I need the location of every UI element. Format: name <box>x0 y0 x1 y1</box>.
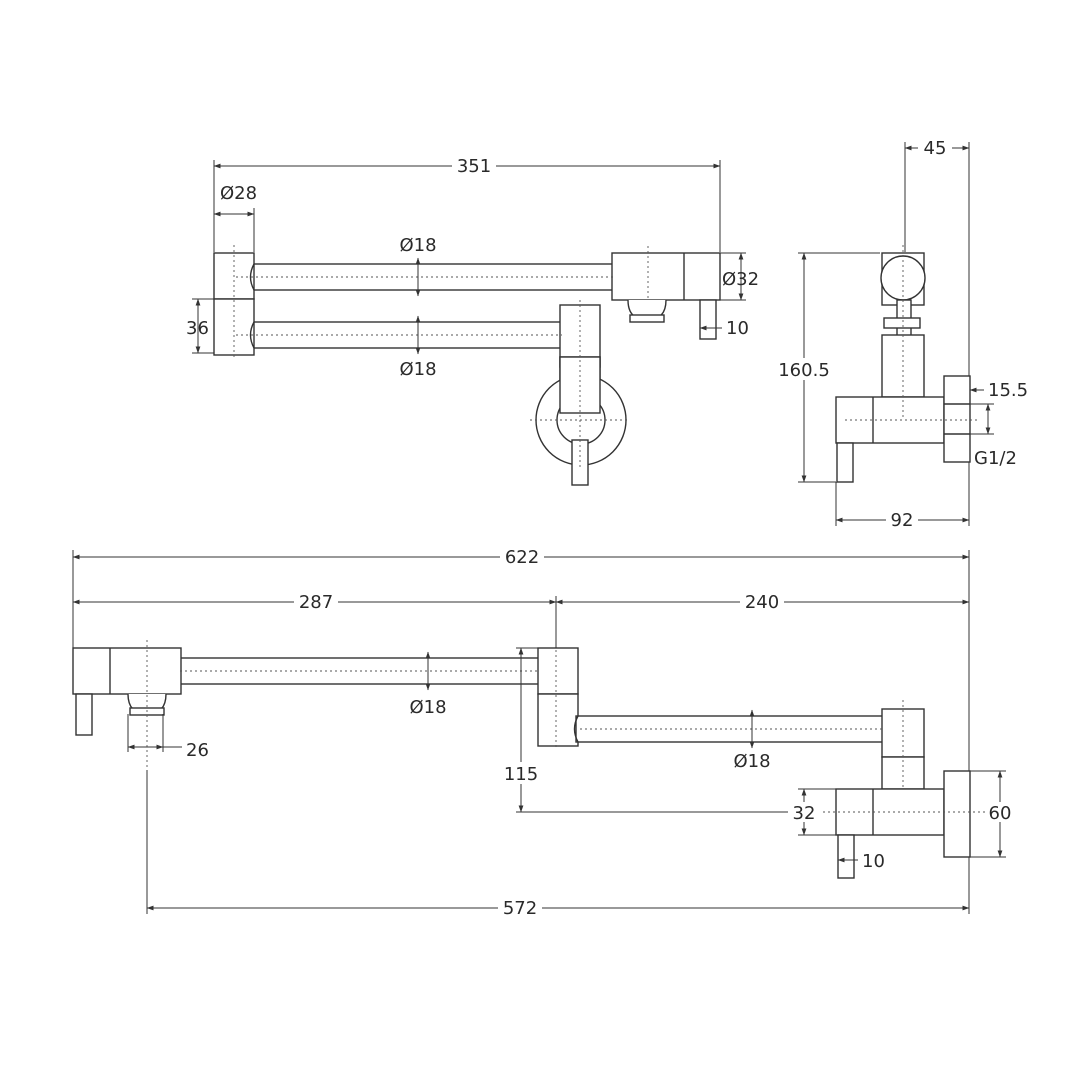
dim-dia28-label: Ø28 <box>220 183 257 204</box>
dim-15-5-label: 15.5 <box>988 380 1028 401</box>
side-head-circle <box>880 255 926 301</box>
dim-92-label: 92 <box>891 510 914 531</box>
dim-572-label: 572 <box>503 898 537 919</box>
dim-10-front-label: 10 <box>862 851 885 872</box>
side-flange <box>943 375 971 463</box>
dim-622-label: 622 <box>505 547 539 568</box>
dim-dia32-label: Ø32 <box>722 269 759 290</box>
dim-32-label: 32 <box>793 803 816 824</box>
front-flange <box>943 770 971 858</box>
dim-60-label: 60 <box>989 803 1012 824</box>
side-view: 45 160.5 15.5 G1/2 92 <box>778 138 1028 531</box>
dim-45-label: 45 <box>924 138 947 159</box>
front-head-handle <box>75 693 93 736</box>
dim-dia18-lower-label: Ø18 <box>399 359 436 380</box>
dim-115-label: 115 <box>504 764 538 785</box>
dim-26-label: 26 <box>186 740 209 761</box>
top-view: 351 Ø28 Ø18 Ø18 Ø32 36 10 <box>186 154 759 486</box>
dim-g12-label: G1/2 <box>974 448 1017 469</box>
dim-dia18-arm2-label: Ø18 <box>733 751 770 772</box>
dim-160-5-label: 160.5 <box>778 360 830 381</box>
front-head <box>72 647 182 695</box>
front-swivel-lower <box>537 693 579 747</box>
front-swivel-upper <box>537 647 579 695</box>
dim-10-top-label: 10 <box>726 318 749 339</box>
side-spout-handle <box>836 442 854 483</box>
front-view: 622 287 240 Ø18 Ø18 26 115 32 <box>72 546 1015 919</box>
dim-240-label: 240 <box>745 592 779 613</box>
dim-351-label: 351 <box>457 156 491 177</box>
dim-287-label: 287 <box>299 592 333 613</box>
dim-36-label: 36 <box>186 318 209 339</box>
dim-dia18-upper-label: Ø18 <box>399 235 436 256</box>
spout-head <box>611 252 721 301</box>
front-valve-handle <box>837 834 855 879</box>
head-handle <box>699 299 717 340</box>
dim-dia18-arm1-label: Ø18 <box>409 697 446 718</box>
